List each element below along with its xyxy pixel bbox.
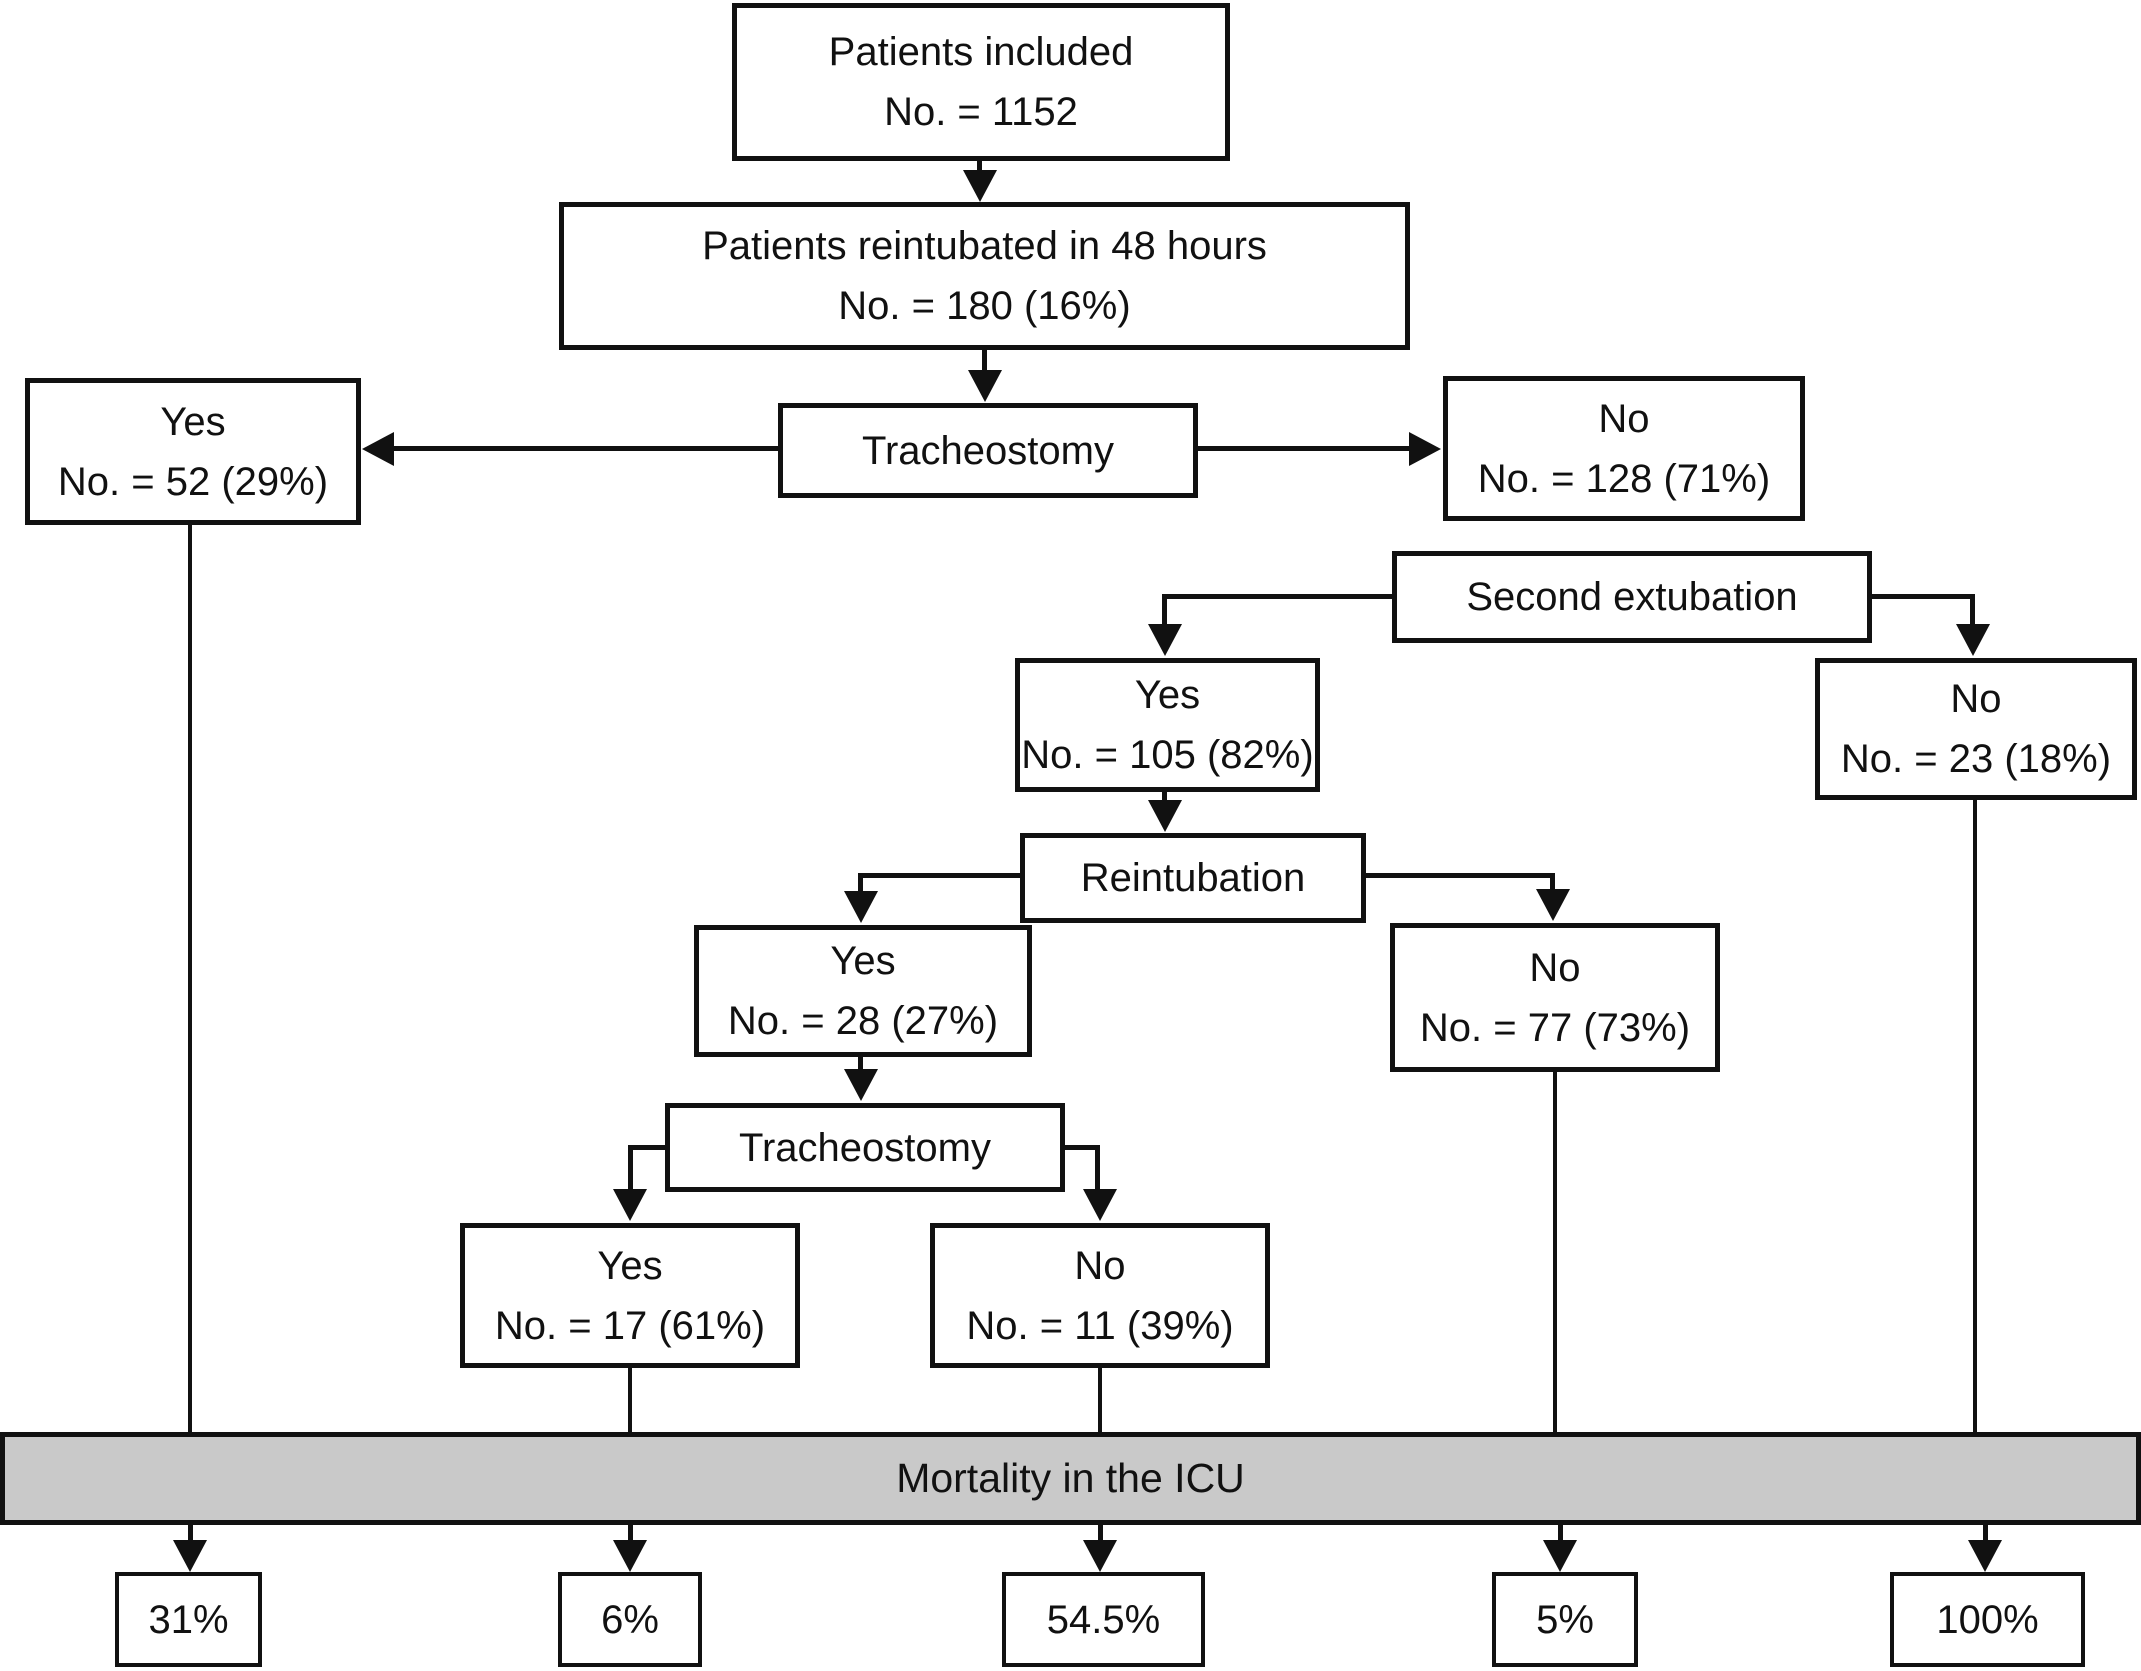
- connector-bar-54-5: [1098, 1525, 1103, 1543]
- arrow-down-icon: [613, 1189, 647, 1221]
- connector-tracheostomy2-no: [1065, 1145, 1100, 1150]
- connector-secondext-no: [1970, 594, 1975, 630]
- box-label-line: Yes: [1134, 673, 1201, 717]
- arrow-down-icon: [1148, 800, 1182, 832]
- box-label-line: No. = 180 (16%): [838, 284, 1131, 328]
- box-tracheostomy-1: Tracheostomy: [778, 403, 1198, 498]
- box-label-line: No: [1598, 396, 1650, 441]
- connector-yes105-reintubation: [1162, 792, 1167, 806]
- box-label-line: No: [1950, 677, 2002, 721]
- box-label-line: Yes: [160, 399, 226, 444]
- box-label-line: Yes: [830, 939, 896, 983]
- box-tracheostomy1-no: No No. = 128 (71%): [1443, 376, 1805, 521]
- box-label-line: No. = 28 (27%): [727, 999, 999, 1043]
- connector-reintubation-yes: [858, 873, 863, 897]
- box-label-line: No: [1529, 945, 1581, 990]
- arrow-down-icon: [1148, 624, 1182, 656]
- box-mortality-31: 31%: [115, 1572, 262, 1667]
- box-label-line: Reintubation: [1080, 856, 1306, 900]
- box-label-line: 31%: [148, 1597, 229, 1642]
- box-label-line: No: [1074, 1243, 1126, 1288]
- arrow-right-icon: [1409, 432, 1441, 466]
- box-second-extubation: Second extubation: [1392, 551, 1872, 643]
- box-label-line: No. = 11 (39%): [966, 1303, 1234, 1348]
- box-mortality-6: 6%: [558, 1572, 702, 1667]
- arrow-left-icon: [362, 432, 394, 466]
- box-label-line: 5%: [1536, 1597, 1594, 1642]
- arrow-down-icon: [1968, 1540, 2002, 1572]
- box-label-line: Patients included: [828, 30, 1134, 74]
- connector-reintubation-no: [1366, 873, 1553, 878]
- box-reintubation-no: No No. = 77 (73%): [1390, 923, 1720, 1072]
- box-mortality-54-5: 54.5%: [1002, 1572, 1205, 1667]
- arrow-down-icon: [1543, 1540, 1577, 1572]
- box-second-ext-no: No No. = 23 (18%): [1815, 658, 2137, 800]
- connector-included-reintubated: [977, 160, 982, 176]
- connector-reintubation-no: [1550, 873, 1555, 895]
- arrow-down-icon: [1083, 1189, 1117, 1221]
- connector-tracheostomy2-yes: [628, 1145, 633, 1193]
- box-second-ext-yes: Yes No. = 105 (82%): [1015, 658, 1320, 792]
- box-label-line: No. = 17 (61%): [494, 1303, 766, 1348]
- connector-tracheostomy2-no: [1095, 1145, 1100, 1193]
- arrow-down-icon: [844, 1069, 878, 1101]
- arrow-down-icon: [1956, 624, 1990, 656]
- mortality-bar-label: Mortality in the ICU: [896, 1455, 1245, 1501]
- box-tracheostomy2-yes: Yes No. = 17 (61%): [460, 1223, 800, 1368]
- box-label-line: No. = 1152: [884, 90, 1078, 134]
- dropline-yes52: [188, 525, 192, 1432]
- box-label-line: No. = 52 (29%): [57, 459, 329, 504]
- box-tracheostomy-2: Tracheostomy: [665, 1103, 1065, 1192]
- arrow-down-icon: [613, 1540, 647, 1572]
- connector-bar-31: [188, 1525, 193, 1543]
- box-label-line: No. = 128 (71%): [1477, 456, 1771, 501]
- box-tracheostomy2-no: No No. = 11 (39%): [930, 1223, 1270, 1368]
- dropline-no23: [1973, 800, 1977, 1432]
- box-label-line: 100%: [1936, 1597, 2039, 1642]
- mortality-bar: Mortality in the ICU: [0, 1432, 2141, 1525]
- connector-tracheostomy2-yes: [628, 1145, 665, 1150]
- box-label-line: Tracheostomy: [739, 1125, 991, 1170]
- box-reintubated-48h: Patients reintubated in 48 hours No. = 1…: [559, 202, 1410, 350]
- box-label-line: 54.5%: [1046, 1597, 1161, 1642]
- box-reintubation-yes: Yes No. = 28 (27%): [694, 925, 1032, 1057]
- dropline-yes17: [628, 1368, 632, 1432]
- box-label-line: No. = 105 (82%): [1021, 733, 1314, 777]
- connector-reintubated-tracheostomy1: [982, 350, 987, 374]
- box-mortality-100: 100%: [1890, 1572, 2085, 1667]
- box-tracheostomy1-yes: Yes No. = 52 (29%): [25, 378, 361, 525]
- arrow-down-icon: [173, 1540, 207, 1572]
- dropline-no77: [1553, 1072, 1557, 1432]
- connector-tracheostomy1-yes: [390, 446, 778, 451]
- connector-bar-5: [1558, 1525, 1563, 1543]
- box-label-line: Tracheostomy: [862, 428, 1114, 473]
- arrow-down-icon: [963, 170, 997, 202]
- connector-secondext-no: [1872, 594, 1973, 599]
- connector-yes28-tracheostomy2: [858, 1057, 863, 1073]
- arrow-down-icon: [1083, 1540, 1117, 1572]
- arrow-down-icon: [844, 891, 878, 923]
- arrow-down-icon: [1536, 889, 1570, 921]
- box-label-line: 6%: [601, 1597, 659, 1642]
- connector-tracheostomy1-no: [1197, 446, 1409, 451]
- dropline-no11: [1098, 1368, 1102, 1432]
- box-mortality-5: 5%: [1492, 1572, 1638, 1667]
- box-label-line: No. = 23 (18%): [1840, 737, 2112, 781]
- box-label-line: Patients reintubated in 48 hours: [702, 224, 1267, 268]
- connector-reintubation-yes: [861, 873, 1020, 878]
- connector-secondext-yes: [1164, 594, 1392, 599]
- box-label-line: Yes: [597, 1243, 663, 1288]
- box-label-line: Second extubation: [1466, 575, 1798, 619]
- connector-secondext-yes: [1162, 594, 1167, 630]
- connector-bar-100: [1983, 1525, 1988, 1543]
- arrow-down-icon: [968, 370, 1002, 402]
- box-label-line: No. = 77 (73%): [1419, 1005, 1691, 1050]
- box-reintubation: Reintubation: [1020, 833, 1366, 923]
- connector-bar-6: [628, 1525, 633, 1543]
- box-patients-included: Patients included No. = 1152: [732, 3, 1230, 161]
